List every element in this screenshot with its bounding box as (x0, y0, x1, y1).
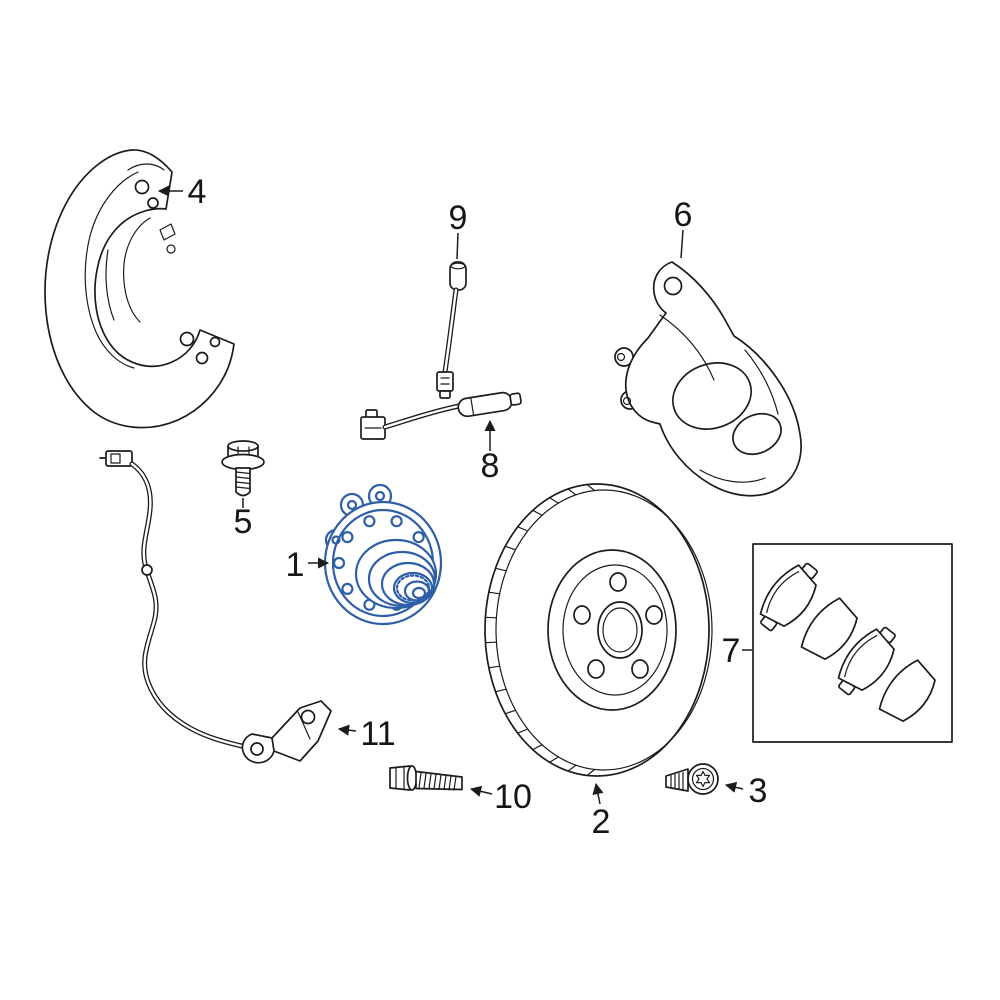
part-brake-rotor (484, 483, 713, 777)
part-wear-sensor-with-cable (360, 391, 522, 440)
part-brake-dust-shield (44, 149, 235, 429)
part-abs-sensor-bracket (241, 700, 332, 764)
callout-11: 11 (360, 715, 395, 753)
part-rotor-set-screw (665, 763, 719, 795)
part-brake-caliper (614, 261, 802, 497)
callout-8: 8 (481, 447, 500, 485)
part-hub-mounting-bolt (389, 765, 463, 791)
callout-5: 5 (234, 503, 253, 541)
callout-1: 1 (286, 546, 305, 584)
part-brake-pad-set (752, 543, 953, 743)
callout-4: 4 (188, 173, 207, 211)
callout-9: 9 (449, 199, 468, 237)
callout-2: 2 (592, 803, 611, 841)
part-wheel-hub-bearing-assembly (323, 483, 443, 626)
callout-10: 10 (494, 778, 532, 816)
callout-3: 3 (749, 772, 768, 810)
leader-lines (157, 185, 752, 805)
part-wear-sensor-lead (436, 261, 467, 399)
part-flange-bolt (221, 440, 265, 497)
callout-7: 7 (722, 632, 741, 670)
part-abs-sensor-cable (99, 450, 249, 750)
callout-6: 6 (674, 196, 693, 234)
